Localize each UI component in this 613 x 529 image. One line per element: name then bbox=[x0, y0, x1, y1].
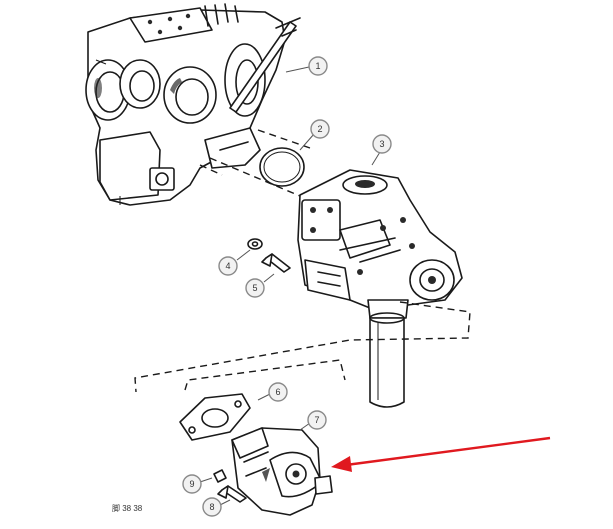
callout-label: 4 bbox=[225, 261, 230, 271]
callout-4: 4 bbox=[218, 256, 238, 276]
callout-label: 3 bbox=[379, 139, 384, 149]
hydraulic-control-valve bbox=[297, 169, 463, 319]
callout-label: 6 bbox=[275, 387, 280, 397]
gear-pump bbox=[231, 427, 333, 516]
washer-and-bolt-upper bbox=[247, 238, 291, 273]
red-pointer-arrow bbox=[331, 436, 551, 472]
callout-8: 8 bbox=[202, 497, 222, 517]
callout-6: 6 bbox=[268, 382, 288, 402]
callout-7: 7 bbox=[307, 410, 327, 430]
callout-3: 3 bbox=[372, 134, 392, 154]
callout-5: 5 bbox=[245, 278, 265, 298]
assembly-path-lines bbox=[134, 129, 471, 393]
filter-canister bbox=[369, 312, 405, 408]
callout-9: 9 bbox=[182, 474, 202, 494]
gasket bbox=[179, 393, 251, 441]
callout-label: 7 bbox=[314, 415, 319, 425]
callout-2: 2 bbox=[310, 119, 330, 139]
callout-label: 8 bbox=[209, 502, 214, 512]
o-ring bbox=[259, 147, 305, 187]
leader-lines bbox=[199, 66, 381, 506]
callout-label: 5 bbox=[252, 283, 257, 293]
washer-and-bolt-lower bbox=[213, 469, 247, 503]
callout-label: 2 bbox=[317, 124, 322, 134]
callout-1: 1 bbox=[308, 56, 328, 76]
reference-code: 脚 38 38 bbox=[112, 503, 143, 513]
callout-label: 9 bbox=[189, 479, 194, 489]
transmission-housing bbox=[85, 3, 301, 206]
callout-label: 1 bbox=[315, 61, 320, 71]
